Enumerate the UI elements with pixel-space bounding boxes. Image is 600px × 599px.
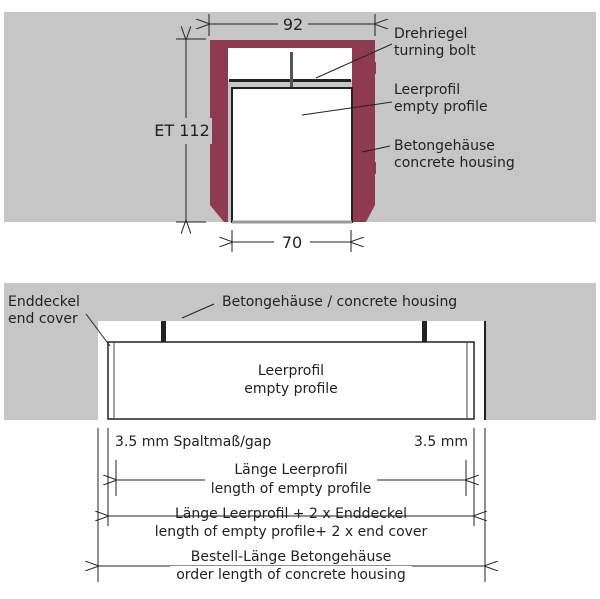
label-housing-en: concrete housing <box>394 155 515 171</box>
dim-70-label: 70 <box>282 233 302 252</box>
dim1-de: Länge Leerprofil <box>234 462 347 478</box>
end-cover-en: end cover <box>8 311 78 327</box>
dim-92-label: 92 <box>283 15 303 34</box>
leader-housing-side <box>181 303 215 319</box>
housing-post-left <box>161 321 166 343</box>
dim1-en: length of empty profile <box>211 481 372 497</box>
leader-end-cover <box>85 313 111 347</box>
profile-label-en: empty profile <box>244 381 338 397</box>
housing-profile <box>210 40 376 222</box>
empty-profile-side <box>107 341 475 420</box>
label-turning-bolt-de: Drehriegel <box>394 26 467 42</box>
label-housing-de: Betongehäuse <box>394 138 495 154</box>
dim3-de: Bestell-Länge Betongehäuse <box>191 549 392 565</box>
gap-right-label: 3.5 mm <box>414 434 468 450</box>
dim-et112-label: ET 112 <box>154 121 210 140</box>
gap-left-label: 3.5 mm Spaltmaß/gap <box>115 434 271 450</box>
leader-housing <box>361 145 391 153</box>
end-cover-de: Enddeckel <box>8 294 80 310</box>
empty-profile-section <box>231 87 353 223</box>
label-turning-bolt-en: turning bolt <box>394 43 476 59</box>
leader-bolt <box>315 43 393 79</box>
dim2-en: length of empty profile+ 2 x end cover <box>155 524 428 540</box>
leader-profile <box>301 101 393 116</box>
profile-label-de: Leerprofil <box>258 363 324 379</box>
turning-bolt <box>290 52 293 94</box>
label-empty-profile-de: Leerprofil <box>394 82 460 98</box>
housing-post-right <box>422 321 427 343</box>
label-empty-profile-en: empty profile <box>394 99 488 115</box>
dim3-en: order length of concrete housing <box>176 567 406 583</box>
housing-label: Betongehäuse / concrete housing <box>222 294 457 310</box>
